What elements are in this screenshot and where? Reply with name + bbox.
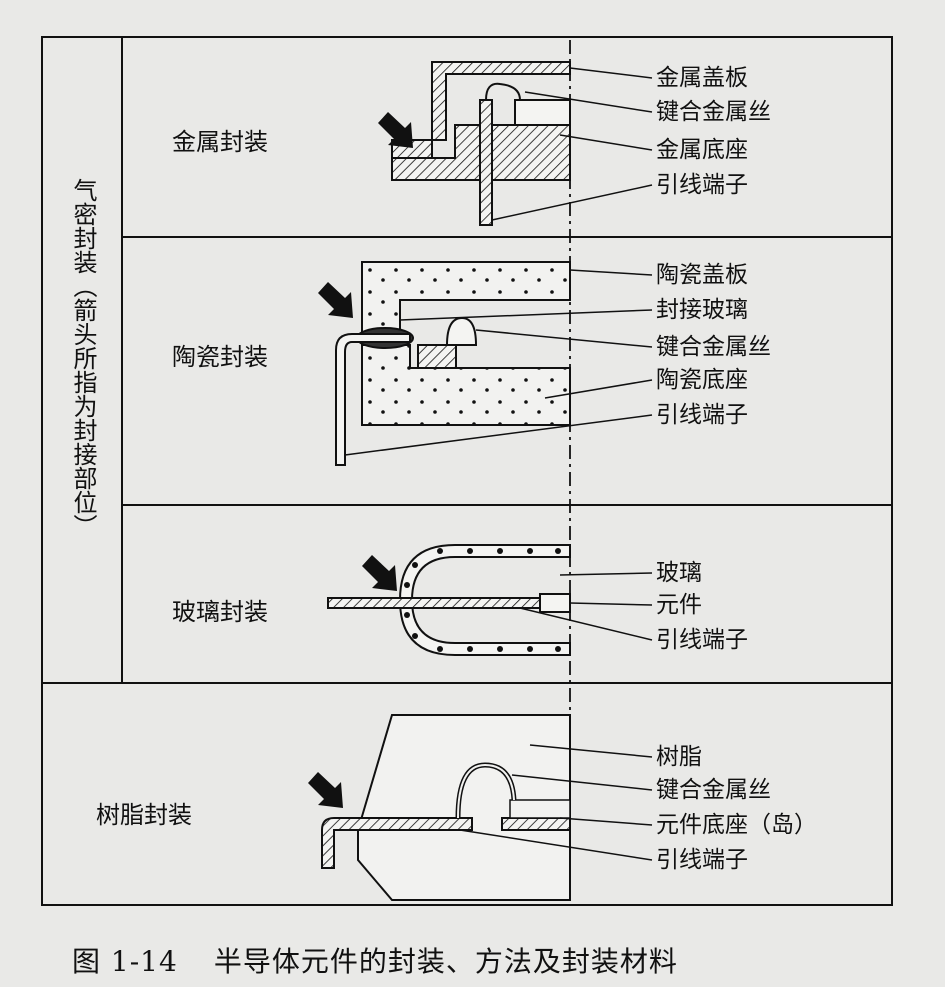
row-title-glass: 玻璃封装 [172,598,268,626]
element [539,593,571,613]
part-label: 金属底座 [656,137,748,163]
ceramic-package-drawing [318,261,653,466]
part-label: 封接玻璃 [656,297,748,323]
part-label: 键合金属丝 [656,777,771,803]
glass-envelope [398,544,571,656]
part-label: 树脂 [656,744,702,770]
glass-package-drawing [327,544,653,656]
figure-caption-text: 半导体元件的封装、方法及封装材料 [213,945,678,978]
seal-arrow-icon [378,112,413,148]
chip [514,99,571,126]
ceramic-lead [335,333,411,466]
bond-wire [485,82,521,101]
bond-wire-inner [457,763,515,819]
metal-lead [479,99,493,226]
hermetic-seal-label: 气密封装（箭头所指为封接部位） [69,178,97,538]
part-label: 金属盖板 [656,65,748,91]
metal-package-drawing [378,61,653,226]
part-label: 元件底座（岛） [656,812,817,838]
ceramic-base [361,344,571,426]
resin-lead [321,817,473,869]
figure-caption: 图 1-14 半导体元件的封装、方法及封装材料 [72,940,678,980]
row-title-ceramic: 陶瓷封装 [172,343,268,371]
part-label: 引线端子 [656,847,748,873]
part-label: 玻璃 [656,560,702,586]
part-label: 陶瓷底座 [656,367,748,393]
part-label: 键合金属丝 [656,99,771,125]
chip [417,344,457,369]
die-pad [501,817,571,831]
part-label: 陶瓷盖板 [656,262,748,288]
part-label: 键合金属丝 [656,334,771,360]
part-label: 引线端子 [656,172,748,198]
glass-lead [327,597,541,609]
part-label: 元件 [656,592,702,618]
part-label: 引线端子 [656,627,748,653]
frame [41,36,893,906]
seal-arrow-icon [308,772,343,808]
part-label: 引线端子 [656,402,748,428]
row-title-resin: 树脂封装 [96,801,192,829]
seal-arrow-icon [362,555,397,591]
figure-number: 图 1-14 [72,945,178,978]
bond-wire [445,316,478,346]
row-title-metal: 金属封装 [172,128,268,156]
resin-package-drawing [308,714,653,901]
chip [509,799,571,819]
seal-arrow-icon [318,282,353,318]
